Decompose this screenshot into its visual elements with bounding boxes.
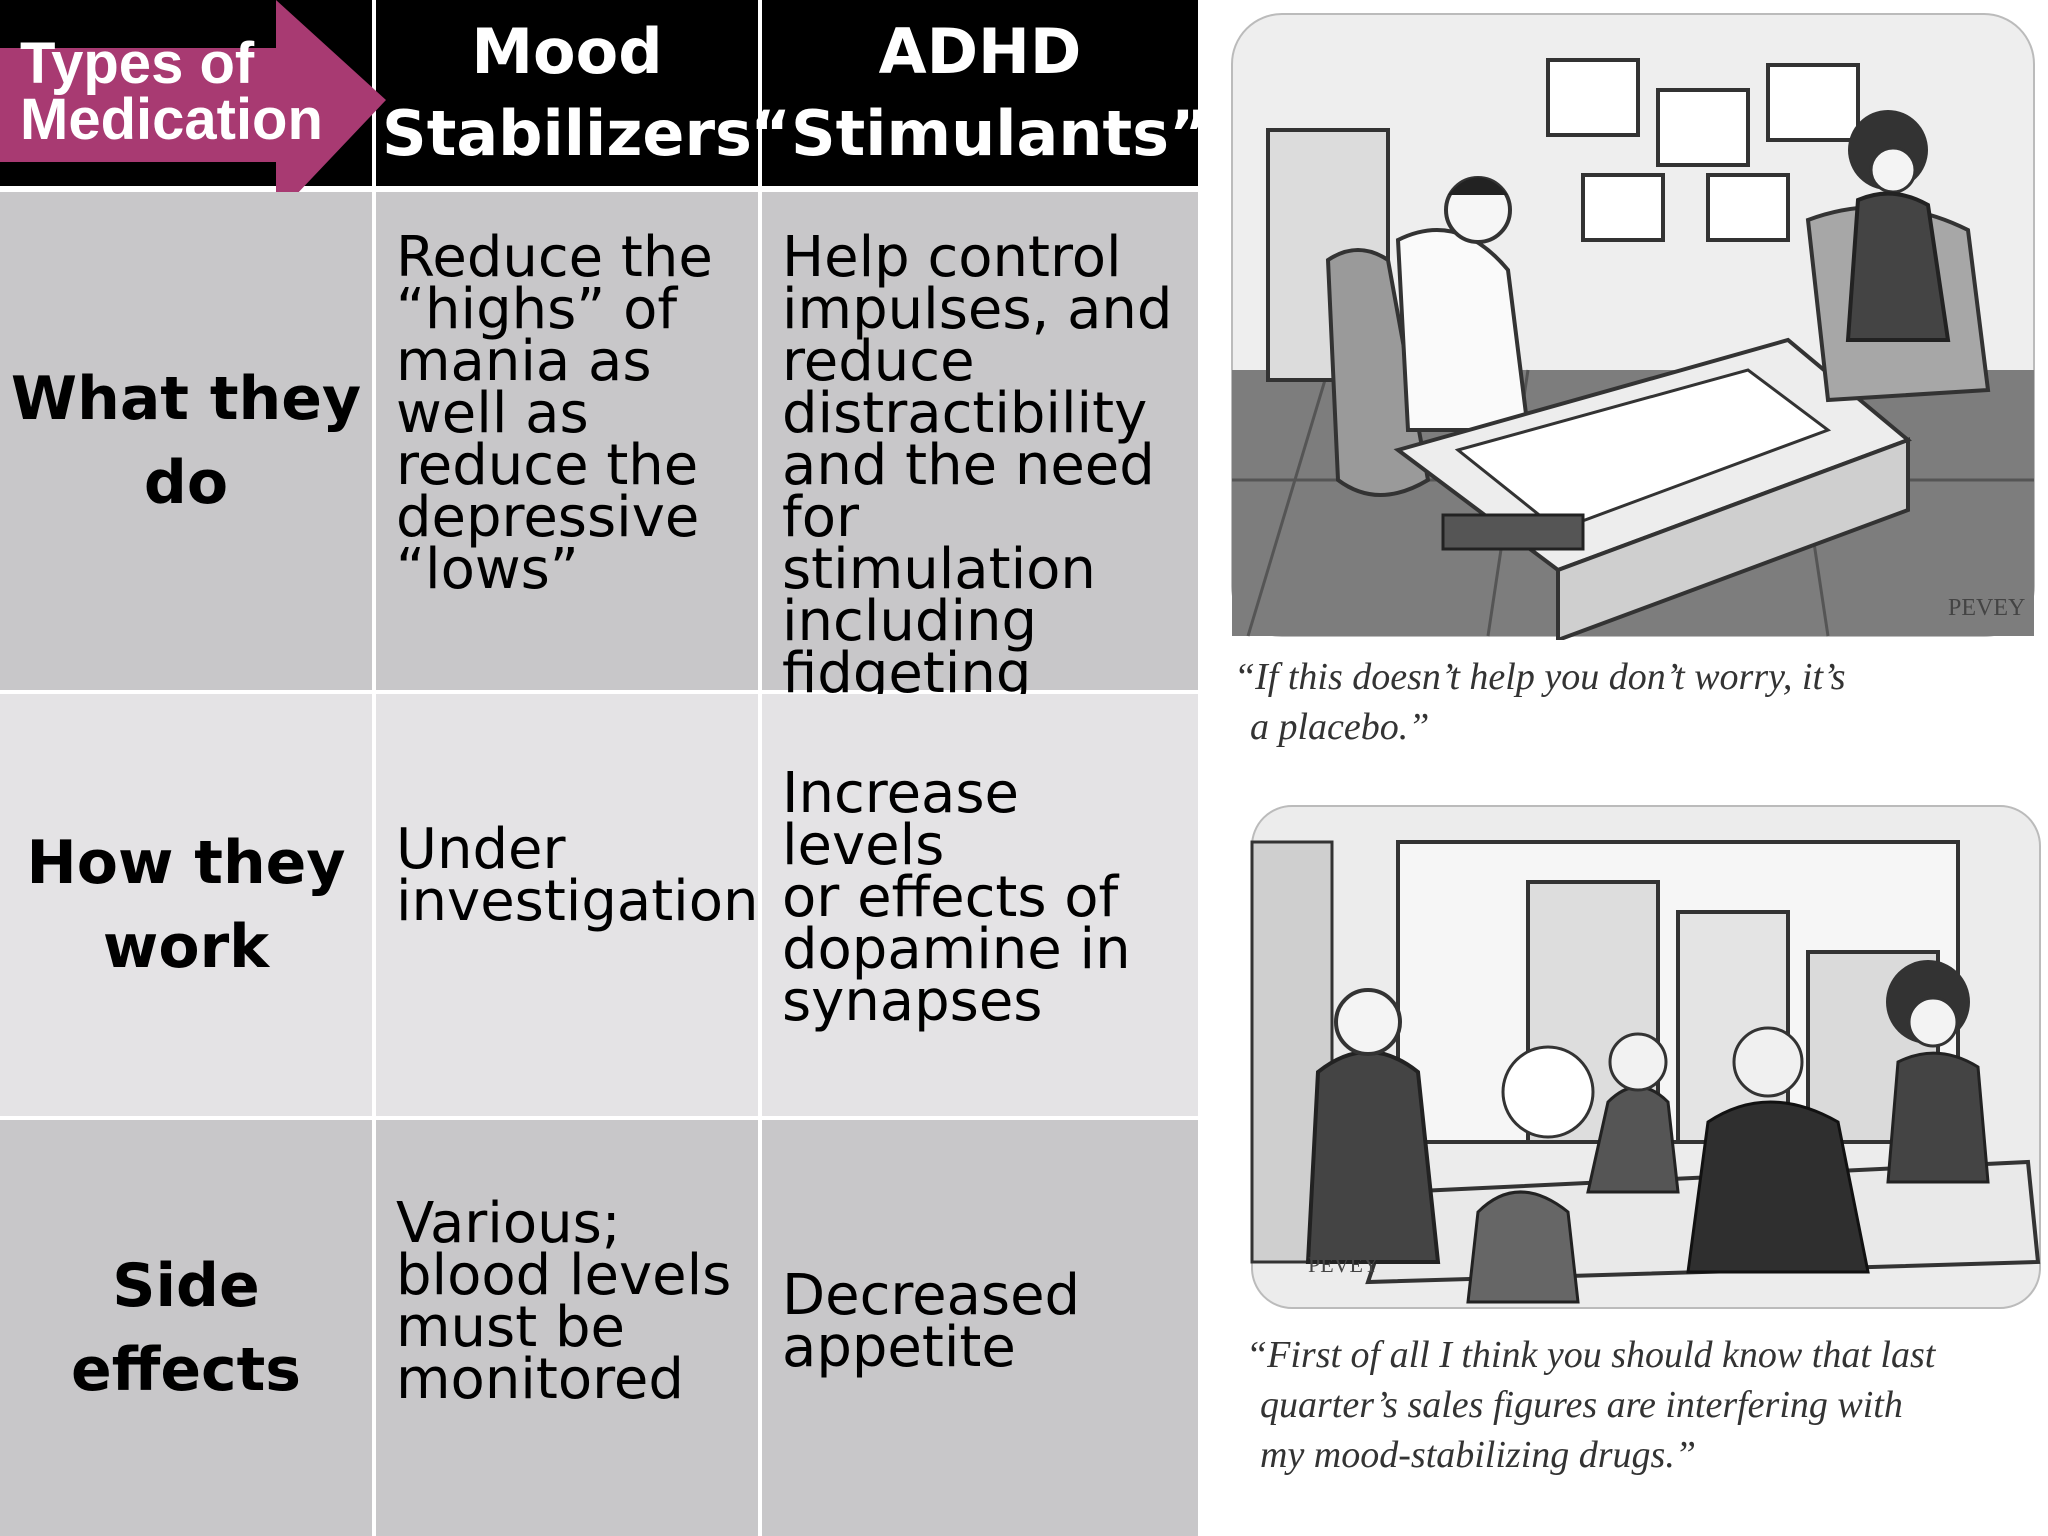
cell-line: monitored [396, 1347, 684, 1412]
row-label-line: How they [26, 828, 346, 898]
cell-line: Various; [396, 1191, 621, 1256]
cell-mood-what-they-do: Reduce the “highs” of mania as well as r… [376, 192, 758, 690]
cell-line: reduce [782, 329, 975, 394]
cell-line: mania as [396, 329, 652, 394]
cell-line: “highs” of [396, 277, 678, 342]
caption-line: “If this doesn’t help you don’t worry, i… [1234, 656, 1846, 698]
cell-line: including [782, 589, 1038, 654]
arrow-shape [0, 0, 386, 216]
cell-line: distractibility [782, 381, 1148, 446]
column-header-line: ADHD [878, 15, 1082, 88]
cell-line: dopamine in [782, 917, 1131, 982]
cell-line: or effects of [782, 865, 1119, 930]
cell-line: appetite [782, 1315, 1016, 1380]
cartoon-caption-placebo: “If this doesn’t help you don’t worry, i… [1234, 652, 2034, 752]
cartoon-signature: PEVEY [1948, 595, 2025, 621]
column-header-line: Stabilizers [382, 97, 752, 170]
column-header-adhd-stimulants: ADHD “Stimulants” [750, 0, 1210, 186]
cell-line: for stimulation [782, 485, 1096, 602]
cell-adhd-what-they-do: Help control impulses, and reduce distra… [762, 192, 1198, 702]
row-label-line: Side effects [71, 1251, 301, 1405]
cell-line: Decreased [782, 1263, 1081, 1328]
cartoon-caption-mood-stabilizing: “First of all I think you should know th… [1246, 1330, 2042, 1480]
cell-line: investigation [396, 869, 759, 934]
column-header-line: Mood [471, 15, 663, 88]
caption-line: a placebo.” [1250, 706, 1430, 748]
column-header-line: “Stimulants” [750, 97, 1210, 170]
cell-line: blood levels [396, 1243, 732, 1308]
column-header-mood-stabilizers: Mood Stabilizers [376, 0, 758, 186]
cell-adhd-how-they-work: Increase levels or effects of dopamine i… [762, 694, 1198, 1116]
cell-mood-side-effects: Various; blood levels must be monitored [376, 1120, 758, 1536]
arrow-label: Types of Medication [20, 31, 323, 152]
cell-line: fidgeting [782, 641, 1032, 706]
cell-line: Increase levels [782, 761, 1019, 878]
arrow-label-line: Medication [20, 87, 323, 152]
row-label-what-they-do: What they do [0, 192, 372, 690]
caption-line: my mood-stabilizing drugs.” [1260, 1434, 1696, 1476]
cartoon-signature: PEVEY [1308, 1252, 1379, 1277]
cell-line: impulses, and [782, 277, 1173, 342]
cartoon-business-meeting: PEVEY [1250, 805, 2041, 1309]
row-label-side-effects: Side effects [0, 1120, 372, 1536]
cell-mood-how-they-work: Under investigation [376, 694, 758, 1116]
caption-line: “First of all I think you should know th… [1246, 1334, 1936, 1376]
cell-line: well as [396, 381, 589, 446]
cell-line: depressive [396, 485, 700, 550]
cell-line: reduce the [396, 433, 699, 498]
cell-line: must be [396, 1295, 625, 1360]
cartoon-doctor-office: PEVEY [1231, 13, 2035, 640]
medication-table: Mood Stabilizers ADHD “Stimulants” Types… [0, 0, 1198, 1536]
cell-line: Help control [782, 225, 1122, 290]
cell-line: and the need [782, 433, 1155, 498]
row-label-how-they-work: How they work [0, 694, 372, 1116]
cell-line: Under [396, 817, 566, 882]
caption-line: quarter’s sales figures are interfering … [1260, 1384, 1903, 1426]
types-of-medication-arrow: Types of Medication [0, 0, 386, 216]
row-label-line: work [102, 912, 270, 982]
cell-adhd-side-effects: Decreased appetite [762, 1120, 1198, 1536]
cell-line: synapses [782, 969, 1043, 1034]
cell-line: “lows” [396, 537, 579, 602]
cell-line: Reduce the [396, 225, 713, 290]
arrow-label-line: Types of [20, 31, 255, 96]
row-label-line: What they [10, 364, 362, 434]
row-label-line: do [143, 448, 229, 518]
